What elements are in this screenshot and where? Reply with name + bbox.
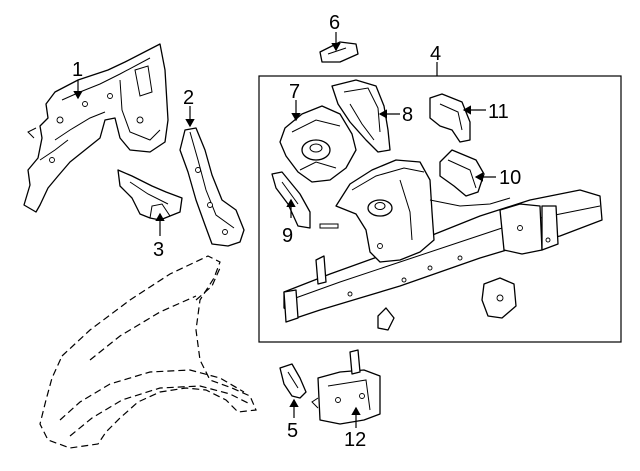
part-7-shock-tower[interactable] <box>279 105 357 183</box>
part-12-bracket-assembly[interactable] <box>311 349 381 425</box>
assembly-group-box <box>258 75 622 343</box>
part-5-bracket[interactable] <box>279 363 307 399</box>
part-9-spacer <box>319 223 339 229</box>
callout-8: 8 <box>402 104 413 126</box>
part-3-bracket[interactable] <box>117 169 183 221</box>
callout-2: 2 <box>183 87 194 109</box>
part-6-small-bracket[interactable] <box>319 41 359 63</box>
callout-6: 6 <box>329 12 340 34</box>
callout-9: 9 <box>282 225 293 247</box>
callout-1: 1 <box>72 59 83 81</box>
part-2-wheelhouse-strip[interactable] <box>179 127 245 247</box>
part-8-reinforcement-panel[interactable] <box>331 79 391 153</box>
callout-5: 5 <box>287 420 298 442</box>
callout-11: 11 <box>488 101 509 123</box>
callout-3: 3 <box>153 239 164 261</box>
part-10-bracket[interactable] <box>439 149 485 197</box>
part-4-frame-rail[interactable] <box>283 159 603 331</box>
callout-4: 4 <box>430 43 441 65</box>
callout-10: 10 <box>499 167 521 189</box>
part-11-gusset[interactable] <box>429 93 471 143</box>
callout-12: 12 <box>344 429 366 451</box>
callout-7: 7 <box>289 81 300 103</box>
fender-reference-outline <box>39 255 257 449</box>
